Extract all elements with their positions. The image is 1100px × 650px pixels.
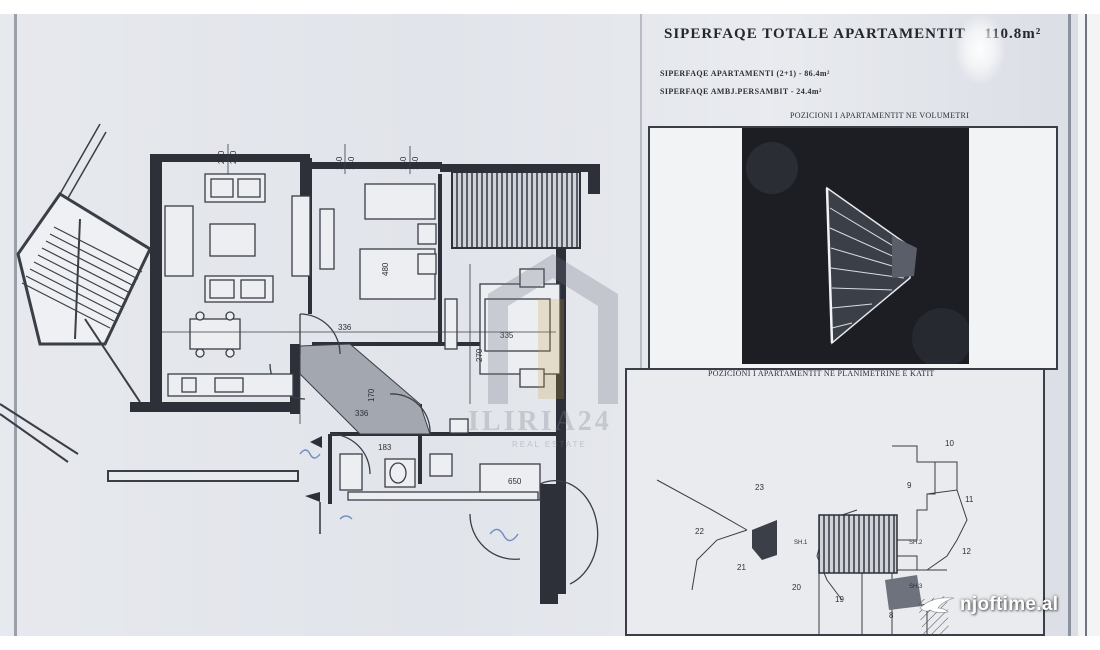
keyplan-number: 19 bbox=[835, 595, 844, 604]
keyplan-number: 20 bbox=[792, 583, 801, 592]
sheet-left-border bbox=[14, 14, 17, 636]
keyplan-number: 22 bbox=[695, 527, 704, 536]
watermark-text: ILIRIA24 bbox=[468, 406, 612, 437]
dim-label: 336 bbox=[338, 323, 352, 332]
dim-label: 140 bbox=[399, 156, 408, 170]
site-name: njoftime.al bbox=[960, 594, 1059, 615]
photo-glare bbox=[955, 14, 1005, 84]
keyplan-number: 8 bbox=[889, 611, 894, 620]
living-room-furniture bbox=[164, 173, 311, 397]
watermark-logo-icon bbox=[488, 254, 618, 404]
sheet-edge-line bbox=[1085, 14, 1087, 636]
pen-marks bbox=[299, 449, 519, 542]
watermark-subtitle: REAL ESTATE bbox=[512, 440, 587, 449]
sheet-right-border bbox=[1068, 14, 1071, 636]
keyplan-number: 10 bbox=[945, 439, 954, 448]
corridor-walls bbox=[0, 318, 299, 482]
floorplan-sheet: 220 230 140 140 140 140 480 336 335 270 … bbox=[0, 14, 1100, 636]
dim-label: 270 bbox=[475, 348, 484, 362]
outer-walls bbox=[130, 154, 600, 604]
keyplan-number: 23 bbox=[755, 483, 764, 492]
dimension-lines bbox=[162, 144, 556, 424]
bedroom-furniture bbox=[319, 183, 561, 388]
sheet-edge bbox=[1078, 14, 1100, 636]
entrance-arrows bbox=[305, 436, 322, 534]
staircase bbox=[16, 123, 152, 346]
dim-label: 650 bbox=[508, 477, 522, 486]
dim-label: 183 bbox=[378, 443, 392, 452]
volume-photo-caption: POZICIONI I APARTAMENTIT NE VOLUMETRI bbox=[790, 111, 970, 120]
dim-label: 480 bbox=[381, 262, 390, 276]
dim-label: 335 bbox=[500, 331, 514, 340]
keyplan-number: 11 bbox=[965, 495, 974, 504]
dim-label: 140 bbox=[347, 156, 356, 170]
bath-fixtures bbox=[339, 418, 541, 501]
dim-label: 220 bbox=[217, 150, 226, 164]
keyplan-number: SH.2 bbox=[909, 540, 923, 546]
apartment-area-line: SIPERFAQE APARTAMENTI (2+1) - 86.4m² bbox=[660, 69, 830, 78]
keyplan-number: 21 bbox=[737, 563, 746, 572]
floor-keyplan-frame: 10 9 11 12 23 22 21 20 19 8 SH.1 SH.2 SH… bbox=[625, 368, 1045, 636]
dimension-labels: 220 230 140 140 140 140 480 336 335 270 … bbox=[217, 150, 522, 486]
dim-label: 336 bbox=[355, 409, 369, 418]
sheet-divider bbox=[640, 14, 642, 636]
building-render bbox=[742, 128, 969, 364]
keyplan-number: 12 bbox=[962, 547, 971, 556]
dim-label: 140 bbox=[411, 156, 420, 170]
bird-logo-icon bbox=[919, 597, 955, 614]
highlighted-apartment bbox=[818, 514, 898, 574]
dim-label: 170 bbox=[367, 388, 376, 402]
balcony bbox=[451, 171, 581, 249]
dim-label: 230 bbox=[229, 150, 238, 164]
keyplan-number: SH.1 bbox=[794, 540, 808, 546]
common-area-line: SIPERFAQE AMBJ.PERSAMBIT - 24.4m² bbox=[660, 87, 822, 96]
dim-label: 140 bbox=[335, 156, 344, 170]
site-watermark: njoftime.al bbox=[918, 594, 1058, 616]
building-photo bbox=[742, 128, 969, 364]
keyplan-number: 9 bbox=[907, 481, 912, 490]
floorplan-position-caption: POZICIONI I APARTAMENTIT NE PLANIMETRINE… bbox=[708, 369, 935, 378]
title-text: SIPERFAQE TOTALE APARTAMENTIT bbox=[664, 26, 966, 42]
hallway bbox=[299, 343, 431, 435]
keyplan-number: SH.3 bbox=[909, 584, 923, 590]
apartment-floorplan: 220 230 140 140 140 140 480 336 335 270 … bbox=[0, 123, 600, 604]
